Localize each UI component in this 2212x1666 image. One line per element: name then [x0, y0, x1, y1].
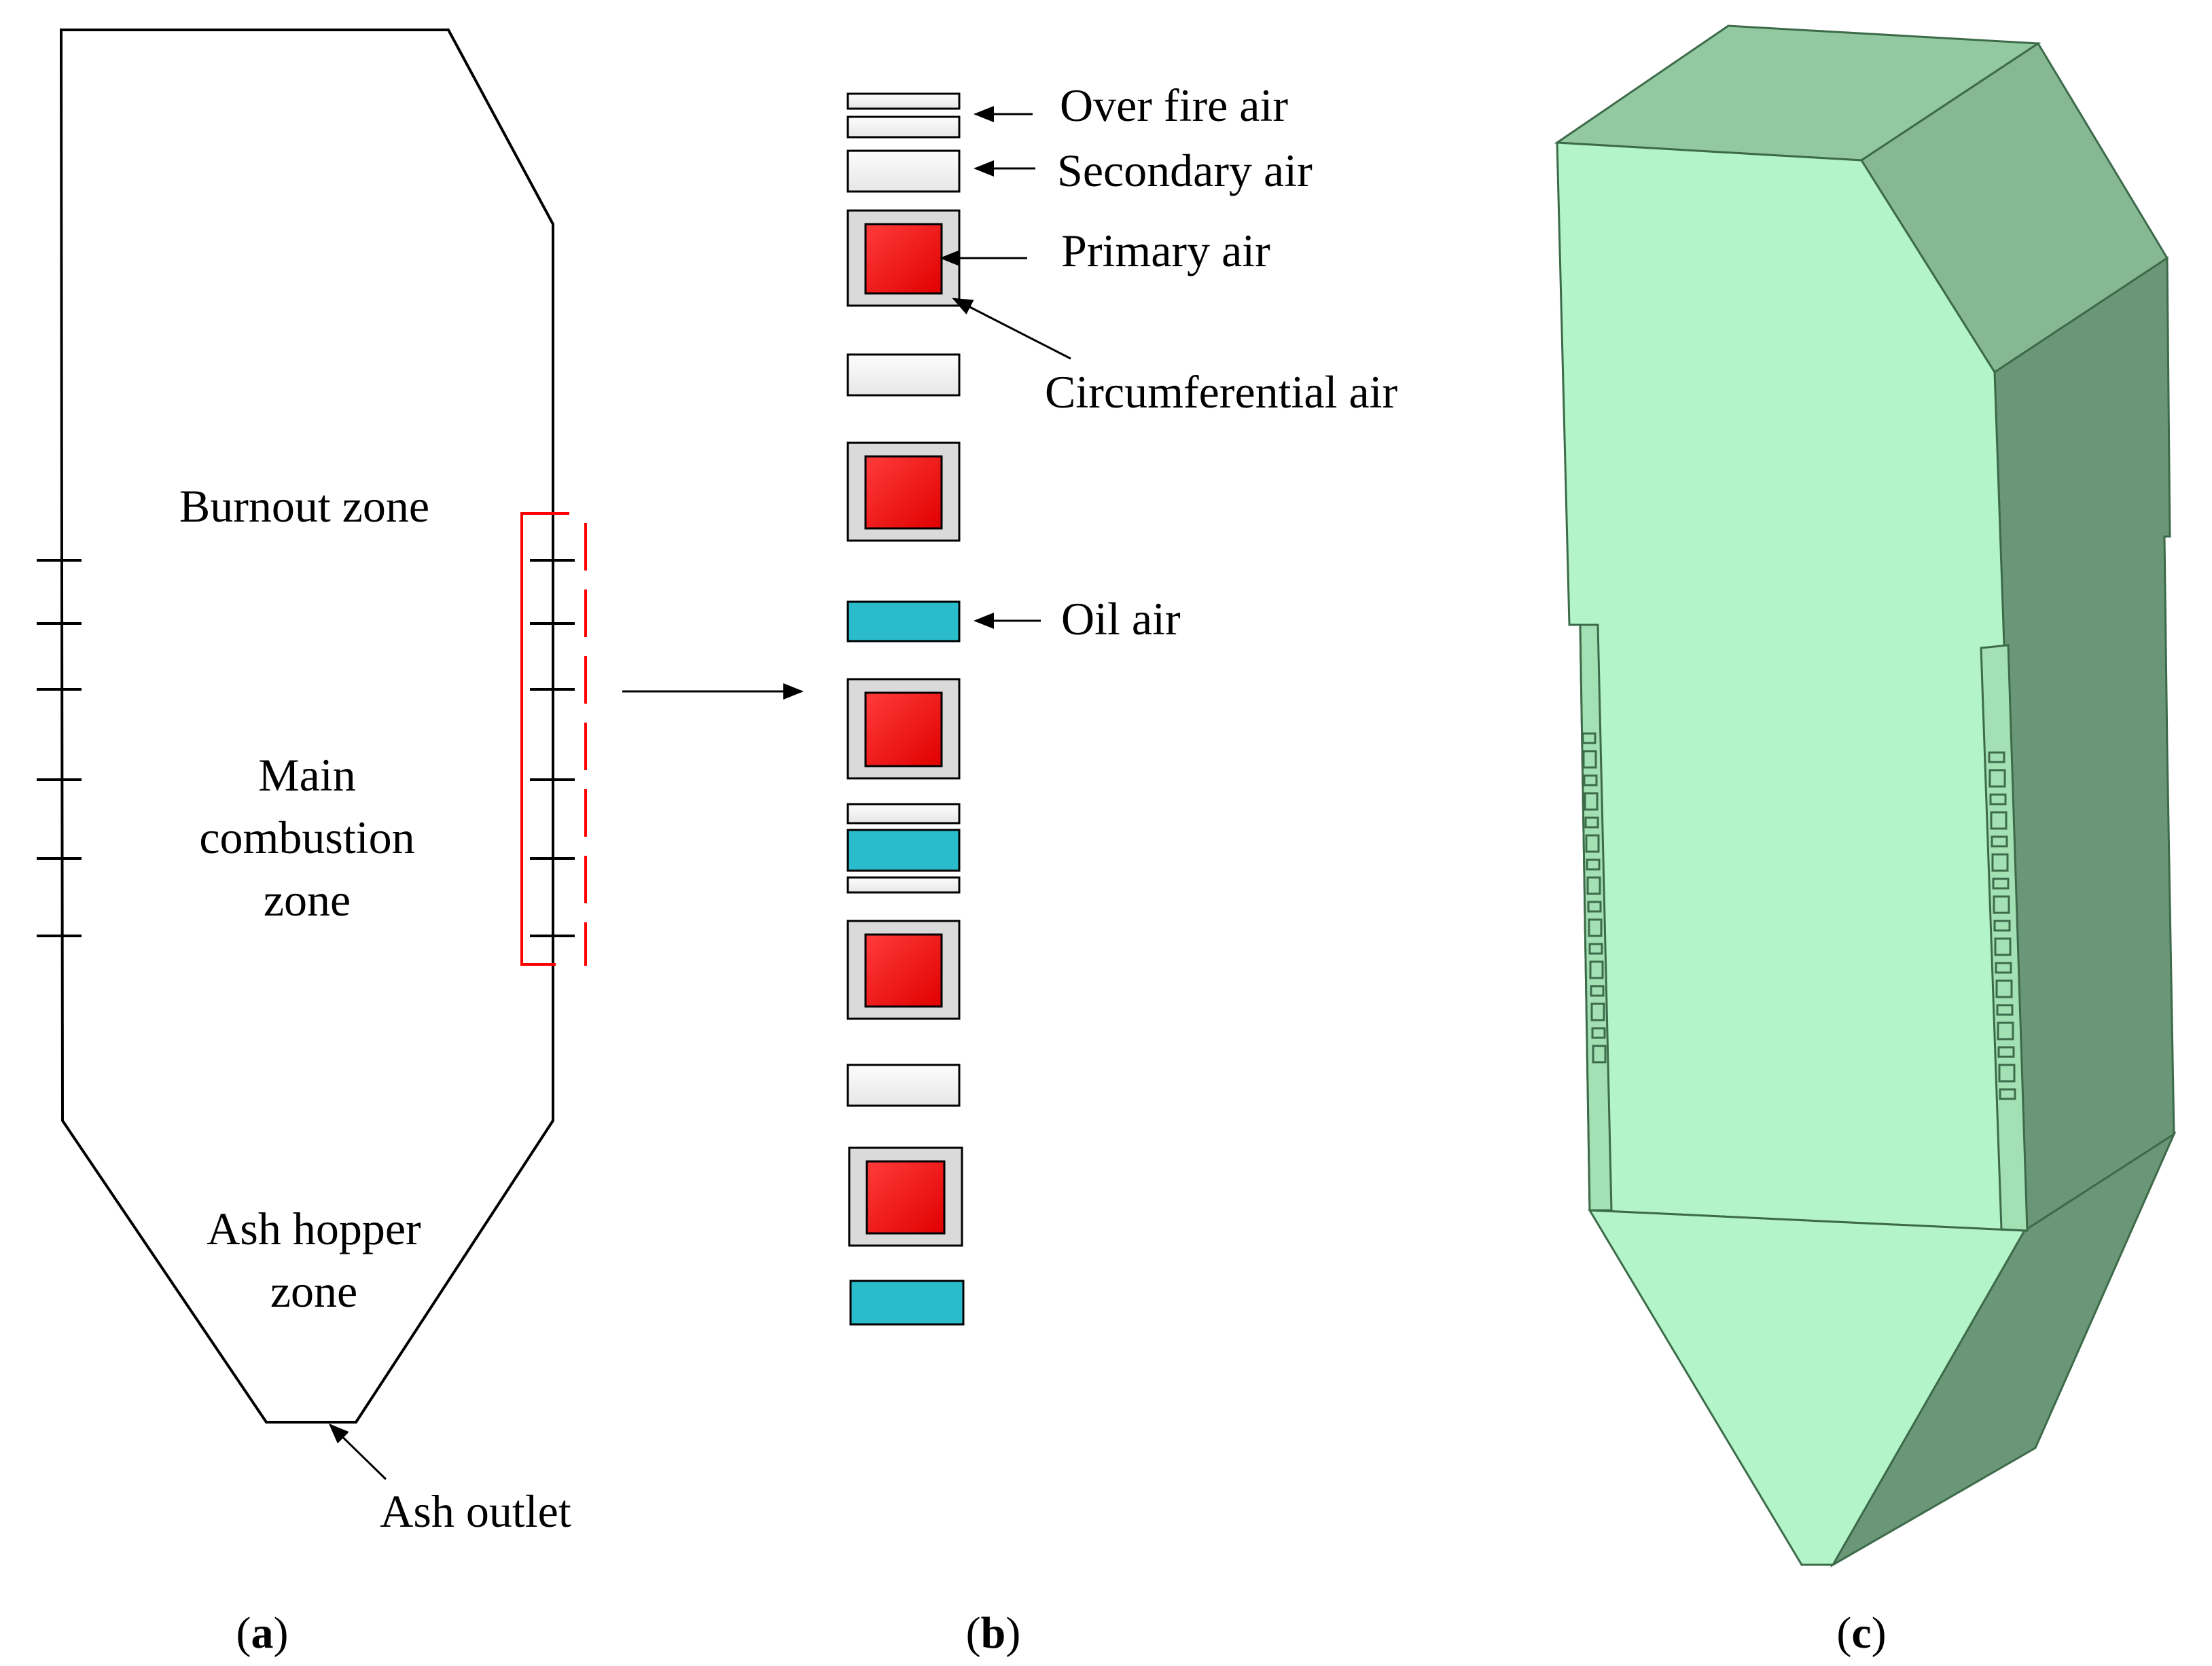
- over-fire-air-nozzle-2: [846, 115, 961, 139]
- hopper-front-face: [1588, 1209, 2027, 1566]
- panel-c: (c): [1554, 24, 2177, 1658]
- main-combustion-zone-label-line2: combustion: [199, 812, 414, 863]
- circumferential-air-label: Circumferential air: [1045, 366, 1398, 418]
- ash-hopper-zone-label-line1: Ash hopper: [207, 1203, 421, 1254]
- highlight-bracket-left: [520, 512, 569, 966]
- left-burner-strip: [1579, 623, 1613, 1212]
- furnace-outline: [59, 29, 554, 1424]
- oil-air-nozzle-2: [846, 829, 961, 872]
- over-fire-air-label: Over fire air: [1060, 79, 1288, 131]
- burnout-zone-label: Burnout zone: [179, 480, 429, 532]
- primary-air-burner-2: [846, 441, 961, 542]
- oil-air-nozzle-1: [846, 600, 961, 642]
- panel-a: Burnout zone Main combustion zone Ash ho…: [37, 29, 804, 1658]
- primary-air-burner-3: [846, 678, 961, 780]
- caption-b: (b): [966, 1608, 1021, 1658]
- secondary-air-nozzle-5: [846, 1064, 961, 1107]
- left-wall-burner-ticks: [37, 559, 82, 937]
- ash-outlet-arrow: [328, 1423, 387, 1481]
- secondary-air-nozzle-2: [846, 353, 961, 397]
- caption-c: (c): [1836, 1608, 1886, 1658]
- right-burner-nozzles: [1988, 751, 2016, 1100]
- oil-air-nozzle-3: [849, 1280, 965, 1326]
- oil-air-label: Oil air: [1061, 593, 1181, 645]
- ash-hopper-zone-label-line2: zone: [270, 1265, 357, 1317]
- ash-outlet-label: Ash outlet: [380, 1485, 571, 1537]
- right-wall-burner-ticks: [530, 559, 575, 937]
- secondary-air-nozzle-4: [846, 876, 961, 894]
- main-combustion-zone-label-line3: zone: [264, 874, 351, 926]
- circumferential-air-arrow: [952, 297, 1071, 360]
- panel-b: Over fire air Secondary air Primary air …: [846, 79, 1398, 1658]
- secondary-air-nozzle-3: [846, 803, 961, 825]
- primary-air-burner-5: [848, 1146, 963, 1247]
- main-combustion-zone-label-line1: Main: [258, 749, 356, 801]
- secondary-air-nozzle-1: [846, 149, 961, 193]
- left-burner-nozzles: [1582, 732, 1607, 1064]
- primary-air-label: Primary air: [1061, 225, 1270, 276]
- primary-air-burner-4: [846, 920, 961, 1020]
- secondary-air-label: Secondary air: [1057, 145, 1313, 196]
- caption-a: (a): [236, 1608, 289, 1658]
- over-fire-air-nozzle-1: [846, 92, 961, 110]
